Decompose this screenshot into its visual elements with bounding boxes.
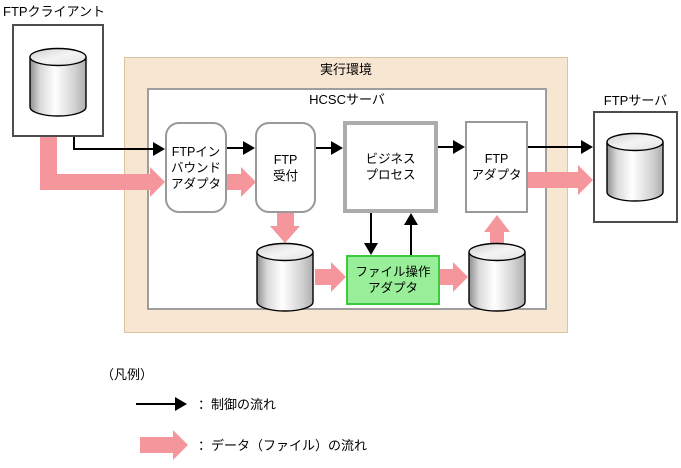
node-ftp-reception-label: FTP 受付 bbox=[272, 152, 298, 183]
database-cylinder-icon bbox=[606, 132, 664, 202]
node-ftp-adapter: FTP アダプタ bbox=[465, 121, 528, 213]
node-file-operation-adapter: ファイル操作 アダプタ bbox=[346, 255, 440, 305]
ftp-server-label: FTPサーバ bbox=[603, 93, 668, 108]
database-cylinder-icon bbox=[256, 242, 314, 312]
node-ftp-reception: FTP 受付 bbox=[255, 122, 316, 213]
hcsc-server-label: HCSCサーバ bbox=[309, 92, 385, 107]
node-file-operation-adapter-label: ファイル操作 アダプタ bbox=[355, 265, 431, 295]
node-ftp-adapter-label: FTP アダプタ bbox=[471, 152, 522, 182]
execution-environment-label: 実行環境 bbox=[319, 62, 372, 77]
database-cylinder-icon bbox=[468, 242, 526, 312]
database-cylinder-icon bbox=[29, 47, 87, 117]
node-business-process-label: ビジネス プロセス bbox=[365, 152, 416, 182]
node-ftp-inbound-adapter-label: FTPイン バウンド アダプタ bbox=[170, 144, 221, 191]
legend-data-flow-label: ：データ（ファイル）の流れ bbox=[198, 438, 368, 453]
legend-heading: （凡例） bbox=[101, 367, 154, 382]
node-business-process: ビジネス プロセス bbox=[343, 121, 438, 213]
legend-control-flow-label: ：制御の流れ bbox=[198, 397, 277, 412]
ftp-client-label: FTPクライアント bbox=[3, 4, 106, 19]
node-ftp-inbound-adapter: FTPイン バウンド アダプタ bbox=[165, 122, 227, 213]
